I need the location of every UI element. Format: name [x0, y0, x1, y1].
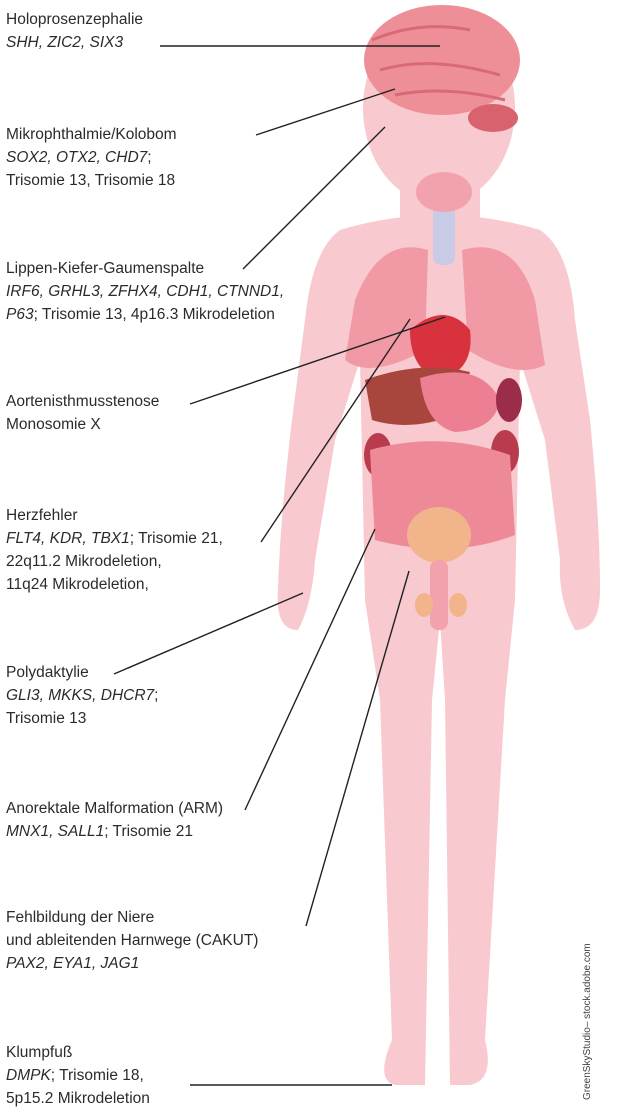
annotation-detail: MNX1, SALL1; Trisomie 21 [6, 820, 223, 843]
annotation-detail: FLT4, KDR, TBX1; Trisomie 21, 22q11.2 Mi… [6, 527, 223, 596]
annotation-detail: PAX2, EYA1, JAG1 [6, 952, 258, 975]
annotation-title: Fehlbildung der Niere und ableitenden Ha… [6, 906, 258, 952]
annotation-title: Mikrophthalmie/Kolobom [6, 123, 177, 146]
annotation-detail: GLI3, MKKS, DHCR7; Trisomie 13 [6, 684, 158, 730]
annotation-detail: SOX2, OTX2, CHD7; Trisomie 13, Trisomie … [6, 146, 177, 192]
right-testis [449, 593, 467, 617]
annotation-title: Anorektale Malformation (ARM) [6, 797, 223, 820]
annotation-lkg-spalte: Lippen-Kiefer-Gaumenspalte IRF6, GRHL3, … [6, 257, 284, 326]
annotation-holoprosenzephalie: Holoprosenzephalie SHH, ZIC2, SIX3 [6, 8, 143, 54]
annotation-detail: SHH, ZIC2, SIX3 [6, 31, 143, 54]
annotation-cakut: Fehlbildung der Niere und ableitenden Ha… [6, 906, 258, 975]
left-testis [415, 593, 433, 617]
annotation-title: Herzfehler [6, 504, 223, 527]
annotation-detail: DMPK; Trisomie 18, 5p15.2 Mikrodeletion [6, 1064, 150, 1110]
annotation-polydaktylie: Polydaktylie GLI3, MKKS, DHCR7; Trisomie… [6, 661, 158, 730]
annotation-detail: IRF6, GRHL3, ZFHX4, CDH1, CTNND1, P63; T… [6, 280, 284, 326]
image-credit: GreenSkyStudio– stock.adobe.com [582, 943, 593, 1100]
annotation-title: Lippen-Kiefer-Gaumenspalte [6, 257, 284, 280]
urethra [430, 560, 448, 630]
spleen [496, 378, 522, 422]
annotation-title: Polydaktylie [6, 661, 158, 684]
annotation-title: Klumpfuß [6, 1041, 150, 1064]
annotation-aortenisthmusstenose: Aortenisthmusstenose Monosomie X [6, 390, 159, 436]
annotation-arm: Anorektale Malformation (ARM) MNX1, SALL… [6, 797, 223, 843]
annotation-mikrophthalmie: Mikrophthalmie/Kolobom SOX2, OTX2, CHD7;… [6, 123, 177, 192]
annotation-herzfehler: Herzfehler FLT4, KDR, TBX1; Trisomie 21,… [6, 504, 223, 596]
annotation-title: Holoprosenzephalie [6, 8, 143, 31]
thyroid [416, 172, 472, 212]
annotation-detail: Monosomie X [6, 413, 159, 436]
annotation-title: Aortenisthmusstenose [6, 390, 159, 413]
bladder [407, 507, 471, 563]
annotation-klumpfuss: Klumpfuß DMPK; Trisomie 18, 5p15.2 Mikro… [6, 1041, 150, 1110]
cerebellum [468, 104, 518, 132]
